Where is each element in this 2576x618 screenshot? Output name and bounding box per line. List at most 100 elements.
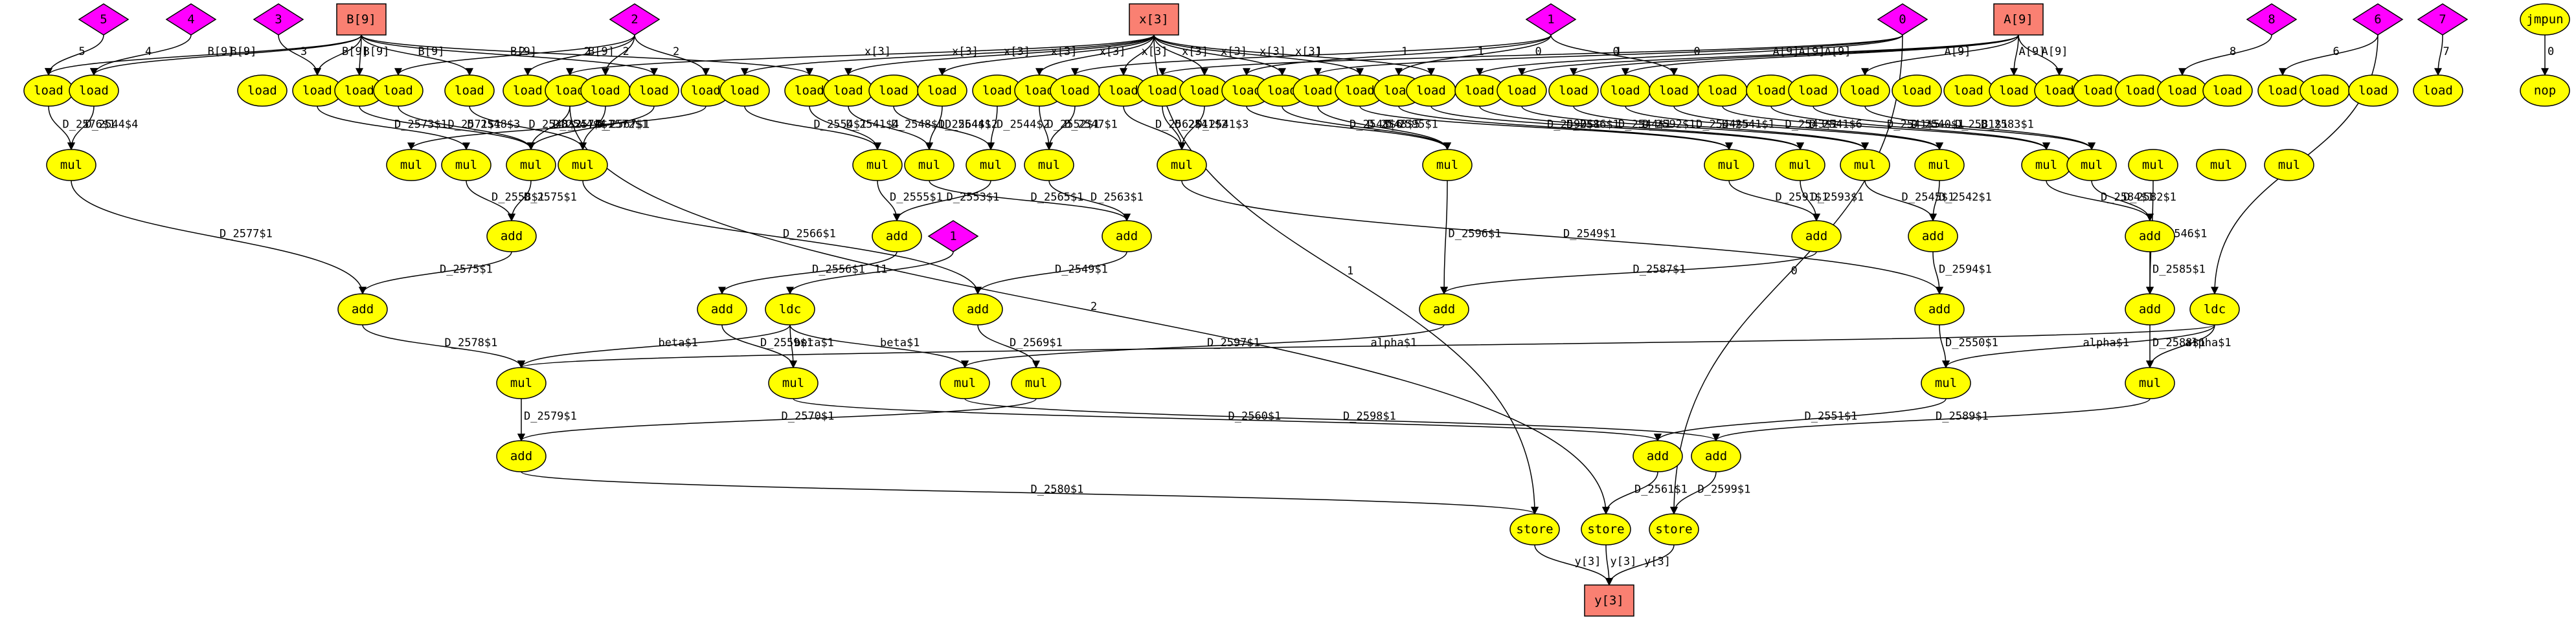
store-node-2: store [1649, 513, 1699, 546]
edge-89 [1440, 180, 1449, 295]
load-node-31: load [1548, 74, 1599, 107]
edge-54 [744, 105, 881, 151]
load-node-12: load [719, 74, 770, 107]
edge-label: 1 [1316, 45, 1322, 58]
edge-label: A[9] [2042, 45, 2068, 58]
edge-label: D_2579$1 [524, 410, 577, 423]
edge-100 [1440, 251, 1817, 295]
mul2-node-0: mul [496, 367, 547, 399]
mul-node-16: mul [2066, 149, 2117, 181]
edge-label: D_2550$1 [1945, 337, 1998, 349]
load-node-40: load [1989, 74, 2039, 107]
edge-76 [1722, 105, 2050, 151]
add-node-4-label: add [1922, 229, 1944, 243]
edge-64 [1178, 105, 1205, 151]
edge-61 [1045, 105, 1076, 151]
nop-node: nop [2520, 74, 2570, 107]
add2-node-1-label: add [711, 302, 733, 316]
edge-label: D_2556$1 [812, 263, 865, 276]
load-node-11: load [681, 74, 731, 107]
edges-layer [45, 34, 2549, 586]
load-node-47: load [2299, 74, 2350, 107]
array-a-label: A[9] [2004, 12, 2033, 27]
mul-node-0: mul [46, 149, 96, 181]
edge-21 [1153, 34, 1286, 76]
edge-label: D_2549$1 [1563, 228, 1616, 241]
edge-label: x[3] [1142, 45, 1168, 58]
const-2: 2 [609, 3, 661, 36]
edge-label: D_2548$2 [529, 118, 582, 131]
add2-node-4: add [1914, 293, 1965, 326]
mul2-node-2-label: mul [954, 376, 976, 390]
mul2-node-3: mul [1011, 367, 1061, 399]
load-node-7-label: load [513, 83, 543, 98]
edge-label: 1 [1478, 45, 1484, 58]
edge-120 [1654, 398, 1947, 442]
edge-label: D_2589$1 [1936, 410, 1989, 423]
mul-node-18: mul [2196, 149, 2246, 181]
edge-109 [977, 324, 1040, 369]
mul2-node-0-label: mul [510, 376, 532, 390]
load-node-19: load [1050, 74, 1100, 107]
edge-118 [517, 398, 1037, 442]
edge-label: D_2586$1 [1566, 118, 1620, 131]
load-node-45: load [2202, 74, 2253, 107]
load-node-31-label: load [1559, 83, 1588, 98]
nop-node-label: nop [2534, 83, 2556, 98]
edge-label: B[9] [231, 45, 257, 58]
load-node-17: load [972, 74, 1022, 107]
load-node-33-label: load [1659, 83, 1689, 98]
edge-label: A[9] [1799, 45, 1825, 58]
edge-label: D_2596$1 [1449, 228, 1502, 241]
edge-17 [938, 34, 1155, 76]
load-node-34-label: load [1708, 83, 1737, 98]
edge-label: D_2541$6 [1809, 118, 1862, 131]
add3-node-2-label: add [1705, 449, 1727, 463]
load-node-36-label: load [1798, 83, 1828, 98]
const-8-label: 8 [2268, 12, 2275, 27]
edge-70 [1430, 105, 1804, 151]
edge-35 [1621, 34, 2019, 76]
mul-node-1-label: mul [400, 158, 422, 172]
edge-label: y[3] [1575, 555, 1601, 568]
edge-label: D_2591$1 [1776, 191, 1829, 204]
const-3-label: 3 [275, 12, 282, 27]
array-x-label: x[3] [1139, 12, 1169, 27]
add-node-5: add [2125, 220, 2175, 252]
load-node-39-label: load [1954, 83, 1983, 98]
edge-label: D_2548$6 [1350, 118, 1403, 131]
edge-23 [1153, 34, 1435, 76]
mul2-node-4-label: mul [1935, 376, 1957, 390]
mul-node-1: mul [386, 149, 436, 181]
edge-label: 0 [1535, 45, 1542, 58]
mul-node-17: mul [2128, 149, 2178, 181]
edge-49 [469, 105, 587, 151]
edge-101 [1932, 251, 1943, 295]
ldc-alpha-label: ldc [2204, 302, 2226, 316]
load-node-29-label: load [1465, 83, 1495, 98]
edge-label: A[9] [1945, 45, 1971, 58]
const-6-label: 6 [2374, 12, 2381, 27]
edge-14 [566, 34, 1155, 76]
add2-node-3: add [1419, 293, 1469, 326]
const-1-b-label: 1 [949, 229, 956, 243]
edge-label: 11 [874, 263, 887, 276]
const-4-label: 4 [187, 12, 194, 27]
load-node-26: load [1335, 74, 1385, 107]
load-node-18-label: load [1024, 83, 1054, 98]
edge-label: 2 [1090, 300, 1097, 313]
load-node-22-label: load [1190, 83, 1219, 98]
edge-label: D_2592$1 [1643, 118, 1696, 131]
edge-label: x[3] [1051, 45, 1078, 58]
edge-label: D_2574$1 [561, 118, 615, 131]
edge-label: A[9] [1825, 45, 1851, 58]
edge-13 [634, 34, 710, 76]
load-node-38-label: load [1902, 83, 1932, 98]
edge-106 [517, 324, 791, 369]
mul2-node-3-label: mul [1025, 376, 1047, 390]
edge-label: D_2544$4 [553, 118, 606, 131]
edge-27 [1395, 34, 1552, 76]
add-node-4: add [1908, 220, 1958, 252]
edge-20 [1153, 34, 1208, 76]
edge-label: D_2587$1 [1633, 263, 1686, 276]
